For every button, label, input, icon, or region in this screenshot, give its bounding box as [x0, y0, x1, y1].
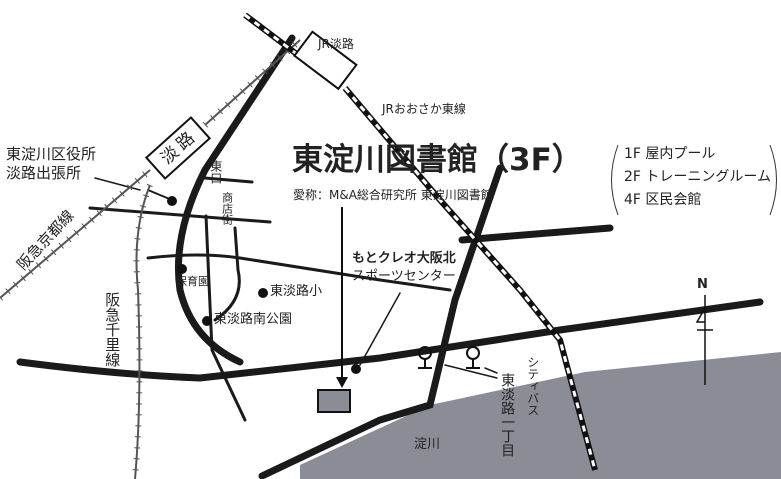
park-label: 東淡路南公園	[214, 312, 293, 327]
floor-2f: 2F トレーニングルーム	[624, 169, 771, 185]
river	[300, 352, 781, 479]
road-thin	[146, 253, 452, 292]
bus-stop-icon	[418, 346, 480, 369]
road-west-east	[16, 298, 764, 382]
shopping-street-label: 商店街	[220, 192, 234, 225]
school-marker	[258, 288, 268, 298]
library-nickname: 愛称：M&A総合研究所 東淀川図書館	[293, 188, 493, 202]
jr-awaji-label: JR淡路	[318, 37, 354, 51]
road-diagonal	[258, 164, 504, 479]
former-center-marker	[351, 364, 361, 374]
river-label: 淀川	[414, 437, 441, 452]
library-arrow-head	[336, 377, 348, 388]
road-thin	[88, 206, 272, 224]
center-leader	[359, 292, 401, 366]
compass-label: N	[697, 277, 708, 292]
ward-office-marker	[167, 196, 177, 206]
north-arrow-icon	[695, 295, 713, 385]
former-center-label-2: スポーツセンター	[352, 269, 456, 284]
jr-line-dash	[244, 13, 597, 471]
road-thin	[213, 226, 241, 322]
bus-stop-leader	[444, 364, 498, 379]
floors-bracket-left	[611, 144, 619, 216]
nursery-label: 保育園	[176, 275, 209, 288]
jr-line-label: JRおおさか東線	[382, 102, 466, 116]
city-bus-label: シティバス	[525, 356, 540, 416]
floor-1f: 1F 屋内プール	[624, 146, 716, 162]
road-east	[458, 224, 614, 244]
jr-awaji-station	[293, 30, 358, 91]
road-thin	[204, 214, 247, 422]
ward-office-label-2: 淡路出張所	[6, 164, 82, 182]
floor-4f: 4F 区民会館	[624, 192, 702, 208]
hankyu-awaji-station	[144, 116, 212, 180]
road-thin	[203, 176, 254, 184]
hankyu-senri-label: 阪急千里線	[103, 292, 122, 367]
floors-bracket-right	[769, 144, 777, 216]
nursery-marker	[177, 264, 187, 274]
page-title: 東淀川図書館（3F）	[292, 142, 583, 178]
library-building	[317, 389, 351, 413]
ward-office-label: 東淀川区役所	[6, 145, 97, 163]
ward-office-leader	[94, 177, 141, 191]
hankyu-senri-line	[134, 184, 151, 479]
school-label: 東淡路小	[270, 284, 323, 299]
bus-stop-label: 東淡路一丁目	[499, 373, 516, 457]
park-marker	[202, 316, 212, 326]
east-exit-label: 東口	[208, 160, 223, 184]
former-center-label: もとクレオ大阪北	[352, 251, 456, 266]
hankyu-kyoto-line	[0, 39, 301, 299]
